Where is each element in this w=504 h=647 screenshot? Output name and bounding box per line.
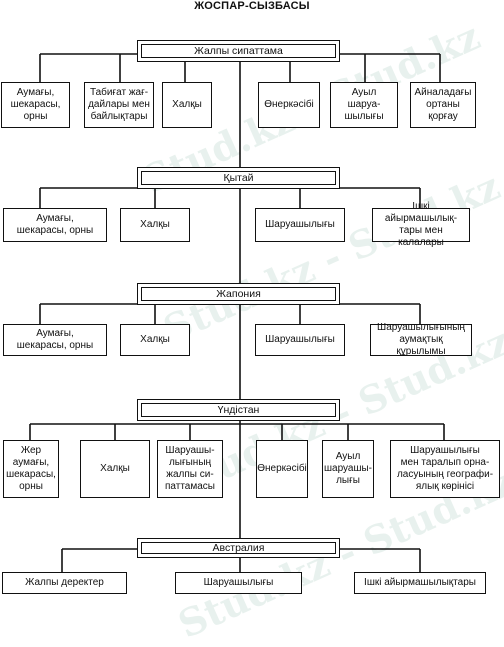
section-header-label: Үндістан xyxy=(217,404,260,416)
node-box: Өнеркәсібі xyxy=(256,440,308,498)
section-header-australia: Австралия xyxy=(137,538,340,558)
node-box: Шаруашылығы мен таралып орна- ласуының г… xyxy=(390,440,500,498)
diagram-title: ЖОСПАР-СЫЗБАСЫ xyxy=(194,0,310,12)
node-box: Ішкі айырмашылық- тары мен калалары xyxy=(372,201,470,248)
node-box: Шаруашылығы xyxy=(255,324,345,356)
node-box: Халқы xyxy=(162,82,212,128)
section-header-label: Австралия xyxy=(212,542,265,554)
node-box: Жалпы деректер xyxy=(2,572,127,594)
node-box: Аумағы, шекарасы, орны xyxy=(3,208,107,242)
node-box: Ауыл шаруашы- лығы xyxy=(322,440,374,498)
node-box: Ауыл шаруа- шылығы xyxy=(330,82,398,128)
node-box: Шаруашылығы xyxy=(255,208,345,242)
node-box: Халқы xyxy=(120,208,190,242)
node-box: Халқы xyxy=(120,324,190,356)
node-box: Шаруашылығының аумақтық құрылымы xyxy=(370,322,472,357)
section-header-label: Жалпы сипаттама xyxy=(194,45,283,57)
node-box: Аумағы, шекарасы, орны xyxy=(1,82,70,128)
node-box: Шаруашылығы xyxy=(175,572,302,594)
node-box: Жер аумағы, шекарасы, орны xyxy=(3,440,59,498)
section-header-china: Қытай xyxy=(137,167,340,189)
section-header-label: Қытай xyxy=(223,172,254,184)
section-header-india: Үндістан xyxy=(137,399,340,421)
node-box: Аумағы, шекарасы, орны xyxy=(3,324,107,356)
node-box: Өнеркәсібі xyxy=(258,82,320,128)
section-header-japan: Жапония xyxy=(137,283,340,305)
node-box: Ішкі айырмашылықтары xyxy=(354,572,486,594)
node-box: Айналадағы ортаны қорғау xyxy=(410,82,476,128)
node-box: Табиғат жағ- дайлары мен байлықтары xyxy=(84,82,154,128)
section-header-label: Жапония xyxy=(216,288,261,300)
node-box: Халқы xyxy=(80,440,150,498)
section-header-general: Жалпы сипаттама xyxy=(137,40,340,62)
node-box: Шаруашы- лығының жалпы си- паттамасы xyxy=(157,440,223,498)
